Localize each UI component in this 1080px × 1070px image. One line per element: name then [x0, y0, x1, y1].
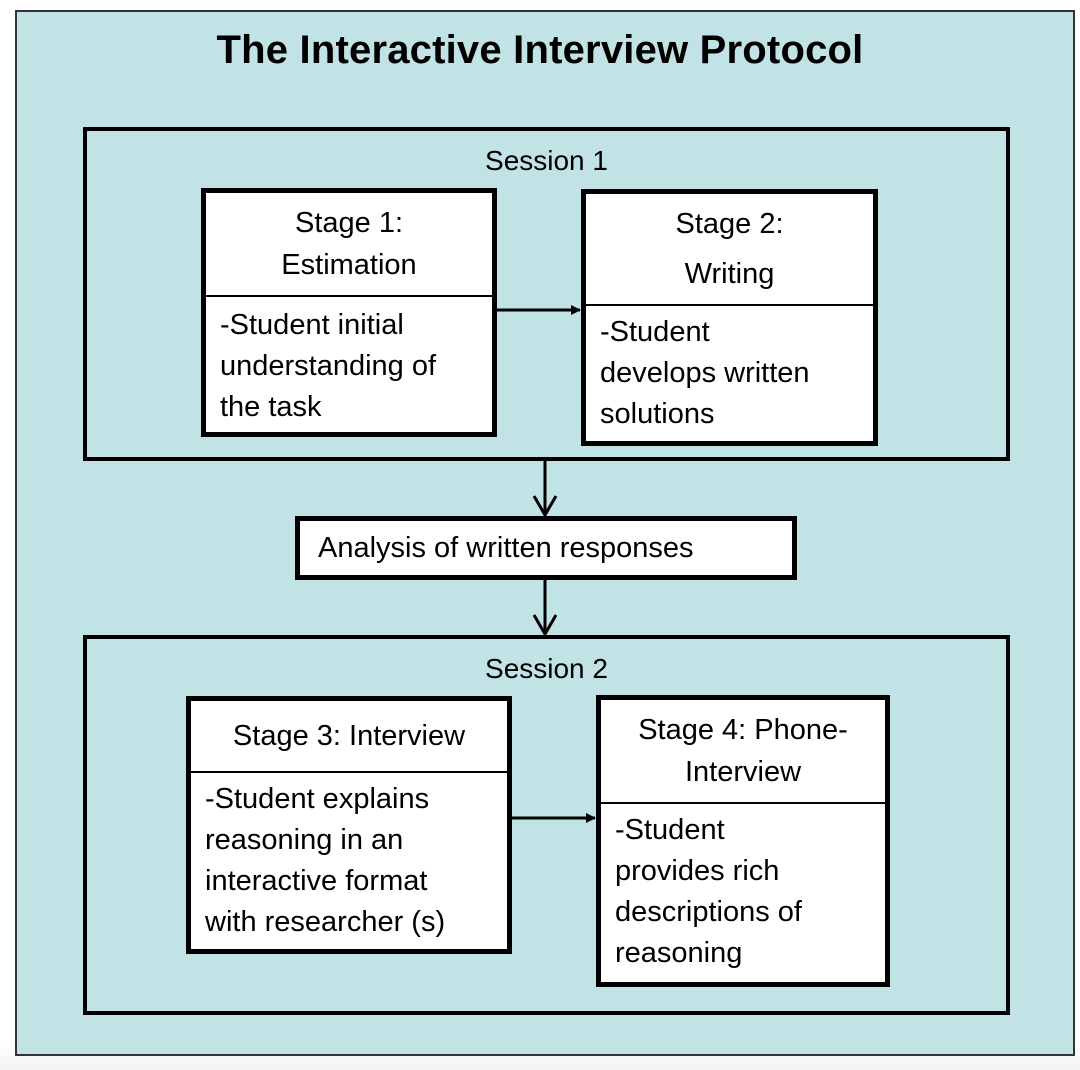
- stage-3-title: Stage 3: Interview: [191, 701, 507, 773]
- stage-1-description-line: the task: [220, 391, 322, 423]
- stage-4-box: Stage 4: Phone- Interview -Student provi…: [596, 695, 890, 987]
- stage-3-description-line: with researcher (s): [205, 906, 446, 938]
- stage-2-title-line: Stage 2:: [675, 208, 784, 240]
- stage-4-description-line: provides rich: [615, 855, 780, 887]
- stage-3-description-line: reasoning in an: [205, 824, 404, 856]
- stage-2-title-line: Writing: [684, 258, 775, 290]
- stage-1-box: Stage 1: Estimation -Student initial und…: [201, 188, 497, 437]
- stage-2-box: Stage 2: Writing -Student develops writt…: [581, 189, 878, 446]
- stage-3-description-line: -Student explains: [205, 783, 430, 815]
- diagram-title: The Interactive Interview Protocol: [216, 28, 864, 72]
- stage-4-title-line: Stage 4: Phone-: [638, 714, 848, 746]
- stage-1-description: -Student initial understanding of the ta…: [206, 297, 492, 428]
- stage-4-description-line: reasoning: [615, 937, 743, 969]
- stage-4-title: Stage 4: Phone- Interview: [601, 700, 885, 804]
- stage-3-description: -Student explains reasoning in an intera…: [191, 773, 507, 943]
- stage-2-title: Stage 2: Writing: [586, 194, 873, 306]
- stage-1-title: Stage 1: Estimation: [206, 193, 492, 297]
- session-1-container: Session 1: [83, 127, 1010, 461]
- stage-1-description-line: -Student initial: [220, 309, 404, 341]
- session-2-label: Session 2: [485, 653, 608, 684]
- session-2-container: Session 2: [83, 635, 1010, 1015]
- stage-2-description: -Student develops written solutions: [586, 306, 873, 435]
- stage-4-description: -Student provides rich descriptions of r…: [601, 804, 885, 974]
- stage-3-title-line: Stage 3: Interview: [232, 720, 466, 752]
- stage-4-description-line: descriptions of: [615, 896, 802, 928]
- stage-1-description-line: understanding of: [220, 350, 437, 382]
- stage-1-title-line: Stage 1:: [294, 207, 404, 239]
- stage-2-description-line: -Student: [600, 316, 710, 348]
- analysis-step-box: Analysis of written responses: [295, 516, 797, 580]
- stage-4-title-line: Interview: [684, 756, 802, 788]
- stage-4-description-line: -Student: [615, 814, 725, 846]
- stage-3-box: Stage 3: Interview -Student explains rea…: [186, 696, 512, 954]
- stage-2-description-line: solutions: [600, 398, 715, 430]
- stage-1-title-line: Estimation: [281, 249, 417, 281]
- stage-2-description-line: develops written: [600, 357, 810, 389]
- stage-3-description-line: interactive format: [205, 865, 428, 897]
- session-1-label: Session 1: [485, 145, 608, 176]
